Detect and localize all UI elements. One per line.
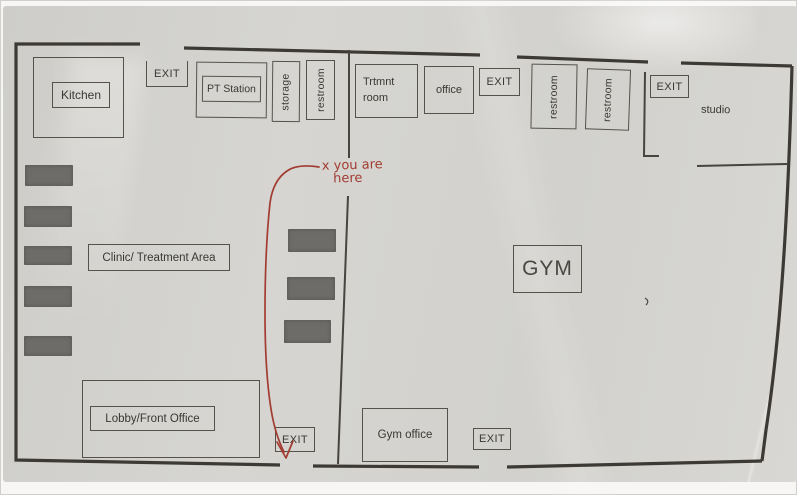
treatment-table xyxy=(284,320,331,343)
room-restroom-top: restroom xyxy=(306,60,335,120)
treatment-table xyxy=(24,246,72,265)
exit-label: EXIT xyxy=(281,433,309,446)
pt-station-label: PT Station xyxy=(207,82,256,96)
clinic-area-label-box: Clinic/ Treatment Area xyxy=(88,244,230,271)
exit-box-top-left: EXIT xyxy=(146,61,188,87)
clinic-area-label: Clinic/ Treatment Area xyxy=(102,251,216,264)
restroom-label: restroom xyxy=(314,68,327,112)
room-trtmnt: Trtmnt room xyxy=(355,64,418,118)
room-office: office xyxy=(424,66,474,114)
exit-label: EXIT xyxy=(656,80,683,93)
room-restroom-right-2: restroom xyxy=(584,68,632,131)
restroom-label: restroom xyxy=(547,74,561,119)
gym-label: GYM xyxy=(522,257,573,280)
exit-box-bottom-middle: EXIT xyxy=(275,427,315,452)
room-gym-office: Gym office xyxy=(362,408,448,462)
room-restroom-right-1: restroom xyxy=(530,63,578,130)
lobby-label: Lobby/Front Office xyxy=(105,412,200,425)
pt-station-label-box: PT Station xyxy=(201,75,262,103)
lobby-label-box: Lobby/Front Office xyxy=(90,406,215,431)
exit-box-bottom-gym: EXIT xyxy=(473,428,511,450)
gym-office-label: Gym office xyxy=(377,429,433,441)
office-label: office xyxy=(435,84,463,96)
trtmnt-label: Trtmnt room xyxy=(363,76,395,104)
studio-label: studio xyxy=(700,103,731,117)
treatment-table xyxy=(24,206,72,227)
exit-label: EXIT xyxy=(486,76,513,88)
treatment-table xyxy=(287,277,335,300)
kitchen-label: Kitchen xyxy=(60,88,102,102)
exit-box-studio: EXIT xyxy=(650,75,689,98)
exit-label: EXIT xyxy=(153,67,181,80)
gym-label-box: GYM xyxy=(513,245,582,293)
restroom-label: restroom xyxy=(601,77,615,122)
storage-label: storage xyxy=(279,72,293,111)
treatment-table xyxy=(24,286,72,307)
treatment-table xyxy=(25,165,73,186)
you-are-here-line2: here xyxy=(332,170,363,187)
kitchen-label-box: Kitchen xyxy=(52,82,110,108)
treatment-table xyxy=(288,229,336,252)
you-are-here-annotation: x you are here xyxy=(322,157,384,187)
room-storage: storage xyxy=(271,60,301,123)
exit-box-top-middle: EXIT xyxy=(479,68,520,96)
exit-label: EXIT xyxy=(478,433,506,445)
treatment-table xyxy=(24,336,72,356)
